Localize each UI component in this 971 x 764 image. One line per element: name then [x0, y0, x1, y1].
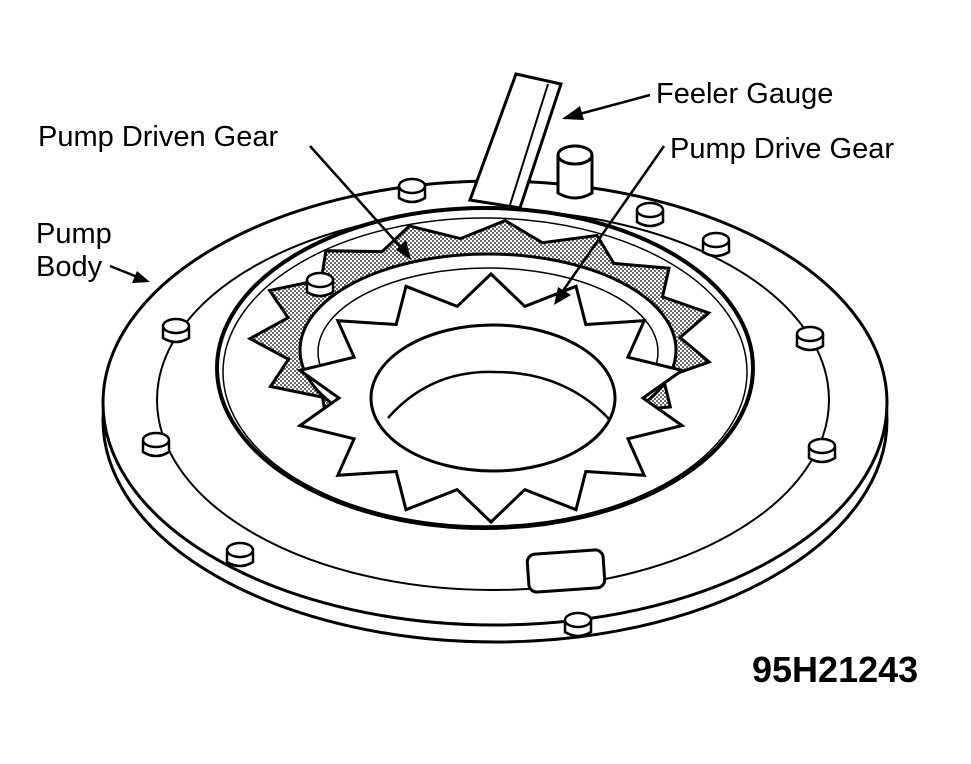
bolt-head — [701, 231, 731, 258]
bolt-head — [807, 437, 837, 464]
bolt-head — [397, 177, 427, 204]
bolt-heads — [141, 177, 837, 638]
figure-id: 95H21243 — [752, 649, 919, 690]
pump-drive-gear-label: Pump Drive Gear — [670, 133, 895, 165]
bolt-head — [161, 317, 191, 344]
bolt-head — [305, 271, 335, 298]
bolt-head — [635, 201, 665, 228]
bolt-head — [141, 431, 171, 458]
dowel-pin — [556, 144, 594, 200]
drive-gear-hub — [369, 323, 617, 473]
pump-body-label-line1: Pump — [36, 218, 112, 250]
hub-inner-bore-edge — [387, 370, 611, 421]
hub-opening — [369, 323, 617, 473]
feeler-gauge-leader — [562, 93, 651, 120]
pump-driven-gear-leader — [309, 145, 411, 260]
pump-driven-gear-label: Pump Driven Gear — [38, 121, 279, 153]
body-slot — [525, 548, 607, 594]
pump-body-label-line2: Body — [36, 251, 103, 283]
gear-pocket-inner — [222, 217, 748, 527]
bolt-head — [563, 611, 593, 638]
pump-body-label: Pump Body — [36, 218, 112, 284]
feeler-gauge-label: Feeler Gauge — [656, 78, 834, 110]
pump-drive-gear-leader — [554, 145, 666, 305]
feeler-gauge-blade — [467, 72, 563, 210]
bolt-head — [795, 325, 825, 352]
pump-body-leader — [109, 264, 150, 283]
bolt-head — [225, 541, 255, 568]
leader-lines — [109, 93, 666, 305]
